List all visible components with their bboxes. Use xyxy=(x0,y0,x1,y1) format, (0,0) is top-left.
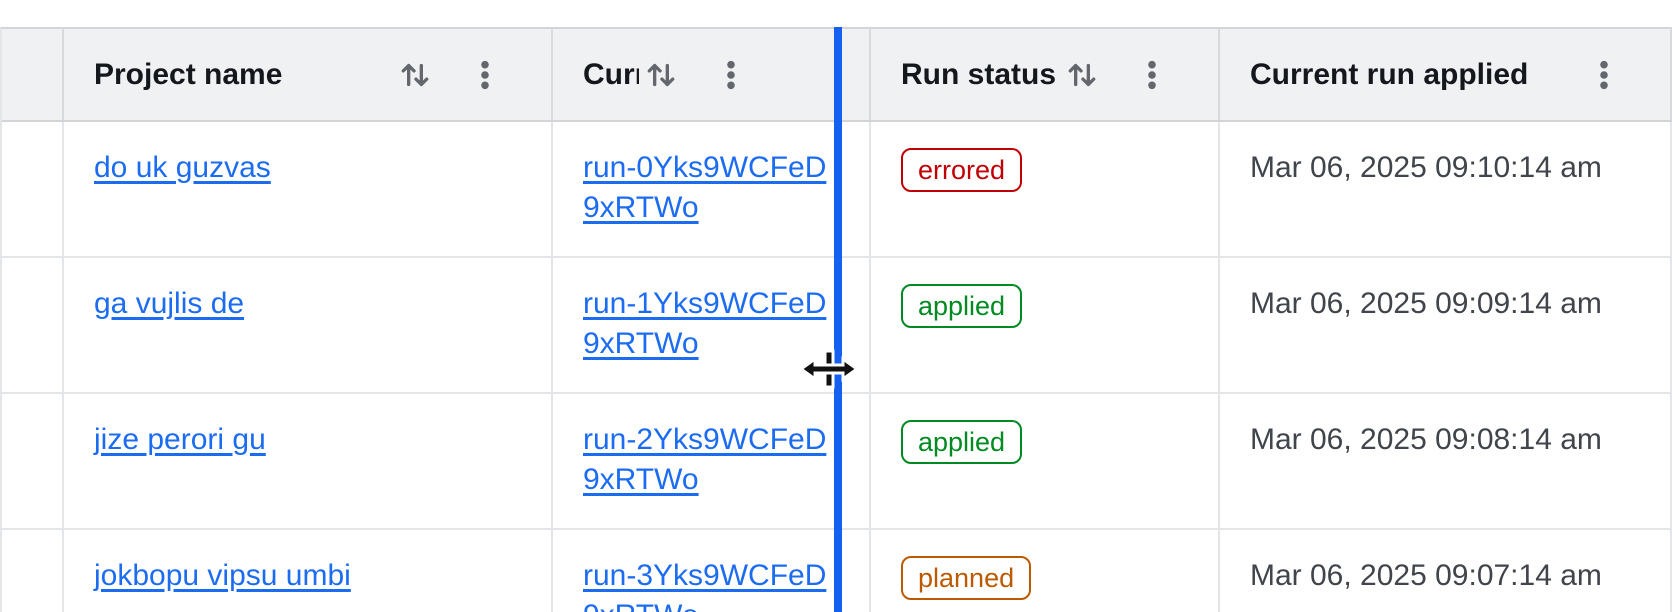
timestamp: Mar 06, 2025 09:08:14 am xyxy=(1250,423,1602,456)
run-link[interactable]: run-3Yks9WCFeD9xRTWo xyxy=(583,559,827,612)
column-header-project-name: Project name xyxy=(64,29,553,120)
column-resize-indicator[interactable] xyxy=(834,27,842,612)
column-header-run-status: Run status xyxy=(871,29,1220,120)
cell-current-run-applied: Mar 06, 2025 09:07:14 am xyxy=(1220,530,1672,612)
column-label: Curren... xyxy=(583,57,639,91)
column-menu-icon[interactable] xyxy=(463,53,507,97)
cell-run-status: applied xyxy=(871,394,1220,528)
run-status-badge: planned xyxy=(901,556,1032,600)
sort-icon[interactable] xyxy=(639,53,683,97)
cell-project-name: ga vujlis de xyxy=(64,258,553,392)
table-row: jokbopu vipsu umbi run-3Yks9WCFeD9xRTWo … xyxy=(2,530,1672,612)
run-status-badge: applied xyxy=(901,420,1023,464)
cell-run-status: planned xyxy=(871,530,1220,612)
cell-current-run: run-3Yks9WCFeD9xRTWo xyxy=(553,530,871,612)
sort-icon[interactable] xyxy=(393,53,437,97)
timestamp: Mar 06, 2025 09:09:14 am xyxy=(1250,287,1602,320)
cell-gutter xyxy=(2,258,64,392)
run-link[interactable]: run-0Yks9WCFeD9xRTWo xyxy=(583,151,827,224)
column-header-current-run-applied: Current run applied xyxy=(1220,29,1672,120)
project-link[interactable]: ga vujlis de xyxy=(94,287,245,320)
column-menu-icon[interactable] xyxy=(1130,53,1174,97)
timestamp: Mar 06, 2025 09:10:14 am xyxy=(1250,151,1602,184)
column-menu-icon[interactable] xyxy=(1582,53,1626,97)
run-link[interactable]: run-2Yks9WCFeD9xRTWo xyxy=(583,423,827,496)
cell-gutter xyxy=(2,394,64,528)
column-label: Project name xyxy=(94,57,283,91)
header-cell-gutter xyxy=(2,29,64,120)
cell-project-name: jokbopu vipsu umbi xyxy=(64,530,553,612)
timestamp: Mar 06, 2025 09:07:14 am xyxy=(1250,559,1602,592)
cell-current-run-applied: Mar 06, 2025 09:10:14 am xyxy=(1220,122,1672,256)
project-link[interactable]: jokbopu vipsu umbi xyxy=(94,559,351,592)
run-status-badge: applied xyxy=(901,284,1023,328)
cell-project-name: do uk guzvas xyxy=(64,122,553,256)
column-label: Run status xyxy=(901,57,1057,91)
cell-project-name: jize perori gu xyxy=(64,394,553,528)
data-table: Project name Curren... xyxy=(0,27,1672,612)
project-link[interactable]: jize perori gu xyxy=(94,423,266,456)
project-link[interactable]: do uk guzvas xyxy=(94,151,271,184)
cell-current-run: run-0Yks9WCFeD9xRTWo xyxy=(553,122,871,256)
sort-icon[interactable] xyxy=(1060,53,1104,97)
cell-run-status: errored xyxy=(871,122,1220,256)
cell-run-status: applied xyxy=(871,258,1220,392)
column-menu-icon[interactable] xyxy=(709,53,753,97)
cell-current-run: run-2Yks9WCFeD9xRTWo xyxy=(553,394,871,528)
run-status-badge: errored xyxy=(901,148,1023,192)
cell-current-run: run-1Yks9WCFeD9xRTWo xyxy=(553,258,871,392)
cell-gutter xyxy=(2,122,64,256)
cell-current-run-applied: Mar 06, 2025 09:09:14 am xyxy=(1220,258,1672,392)
run-link[interactable]: run-1Yks9WCFeD9xRTWo xyxy=(583,287,827,360)
cell-gutter xyxy=(2,530,64,612)
resize-cursor-icon xyxy=(798,349,860,389)
column-header-current-run: Curren... xyxy=(553,29,871,120)
cell-current-run-applied: Mar 06, 2025 09:08:14 am xyxy=(1220,394,1672,528)
column-label: Current run applied xyxy=(1250,57,1529,91)
